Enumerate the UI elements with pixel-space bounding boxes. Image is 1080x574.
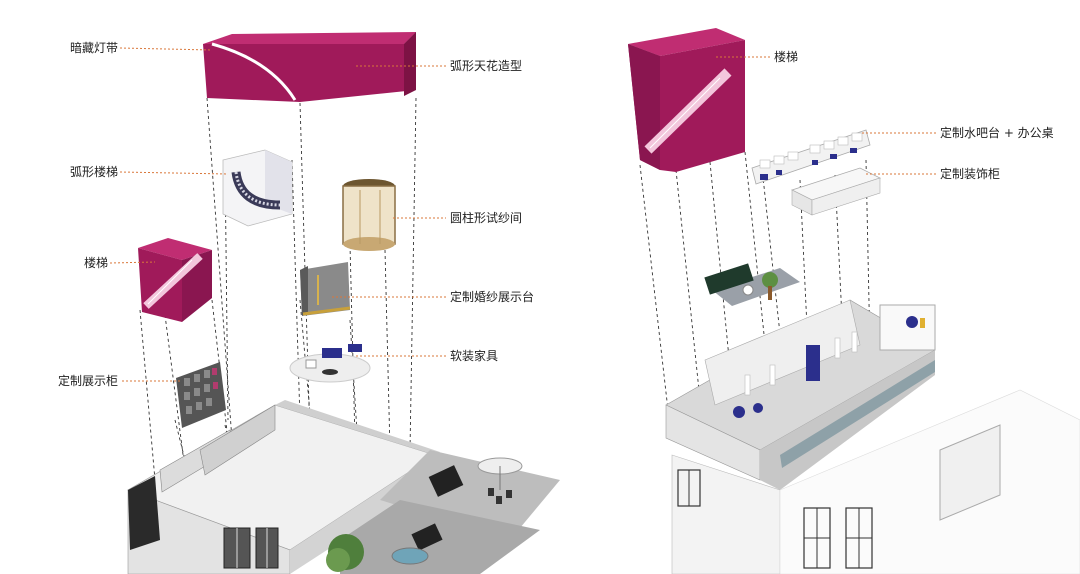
- wedding-display-stand: [300, 262, 351, 316]
- display-stand-side: [300, 266, 308, 316]
- arc-ceiling-light-strip: [211, 42, 297, 101]
- arc-ceiling-front: [203, 32, 416, 102]
- left-model: [127, 32, 560, 574]
- lounge-vignette: [704, 263, 800, 306]
- back-wall: [704, 299, 861, 406]
- fountain: [391, 547, 429, 565]
- black-glass-panel: [128, 476, 160, 550]
- side-screen: [939, 424, 1001, 521]
- mezzanine-box: [665, 299, 936, 490]
- staircase-box-top: [138, 238, 212, 260]
- arc-ceiling-block: [203, 32, 416, 102]
- furnishing-rug: [289, 353, 371, 383]
- logo-panel: [879, 304, 936, 351]
- right-model: [628, 28, 1080, 574]
- label-cylindrical-fitting-room: 圆柱形试纱间: [450, 211, 523, 225]
- leader-lines: [109, 47, 936, 382]
- display-stand-back: [300, 262, 350, 316]
- label-custom-display-cabinet: 定制展示柜: [58, 374, 119, 388]
- glass-rail: [780, 360, 935, 468]
- cylindrical-fitting-room: [342, 179, 396, 251]
- label-hidden-light-strip: 暗藏灯带: [70, 41, 119, 55]
- dark-furniture-1: [428, 465, 464, 497]
- label-arc-ceiling: 弧形天花造型: [450, 59, 523, 73]
- label-decorative-cabinet: 定制装饰柜: [940, 167, 1001, 181]
- base-building-left: [127, 400, 560, 574]
- terrace-floor: [380, 450, 560, 540]
- water-bar-desk: [751, 129, 871, 185]
- dark-sofa: [704, 263, 754, 295]
- staircase-right-side: [660, 40, 745, 172]
- interior-partition-2: [199, 404, 276, 476]
- staircase-box-front: [138, 248, 182, 322]
- label-custom-wedding-display: 定制婚纱展示台: [450, 290, 535, 304]
- sofa-piece: [322, 348, 342, 358]
- label-staircase-right: 楼梯: [774, 50, 799, 64]
- arc-ceiling-side: [404, 32, 416, 96]
- label-arc-staircase: 弧形楼梯: [70, 165, 119, 179]
- custom-display-cabinet: [176, 362, 226, 428]
- fitting-room-body: [342, 185, 396, 245]
- arc-ceiling-top: [203, 32, 416, 44]
- staircase-box-left: [138, 238, 212, 322]
- label-water-bar-desk: 定制水吧台 + 办公桌: [940, 126, 1054, 140]
- staircase-box-right: [628, 28, 745, 172]
- display-stand-gold-rail: [302, 306, 351, 316]
- lower-building-right: [671, 389, 1080, 574]
- arc-staircase-side: [265, 150, 292, 214]
- label-staircase-left: 楼梯: [84, 256, 109, 270]
- label-soft-furnishings: 软装家具: [450, 349, 499, 363]
- fitting-room-base: [343, 237, 395, 251]
- dark-furniture-2: [411, 523, 443, 551]
- soft-furnishings: [289, 344, 371, 383]
- coffee-table: [742, 284, 754, 296]
- arc-staircase-box: [222, 149, 293, 227]
- plant: [762, 272, 778, 288]
- art-disk: [733, 406, 745, 418]
- decorative-cabinet: [790, 167, 882, 216]
- navy-column: [806, 345, 820, 381]
